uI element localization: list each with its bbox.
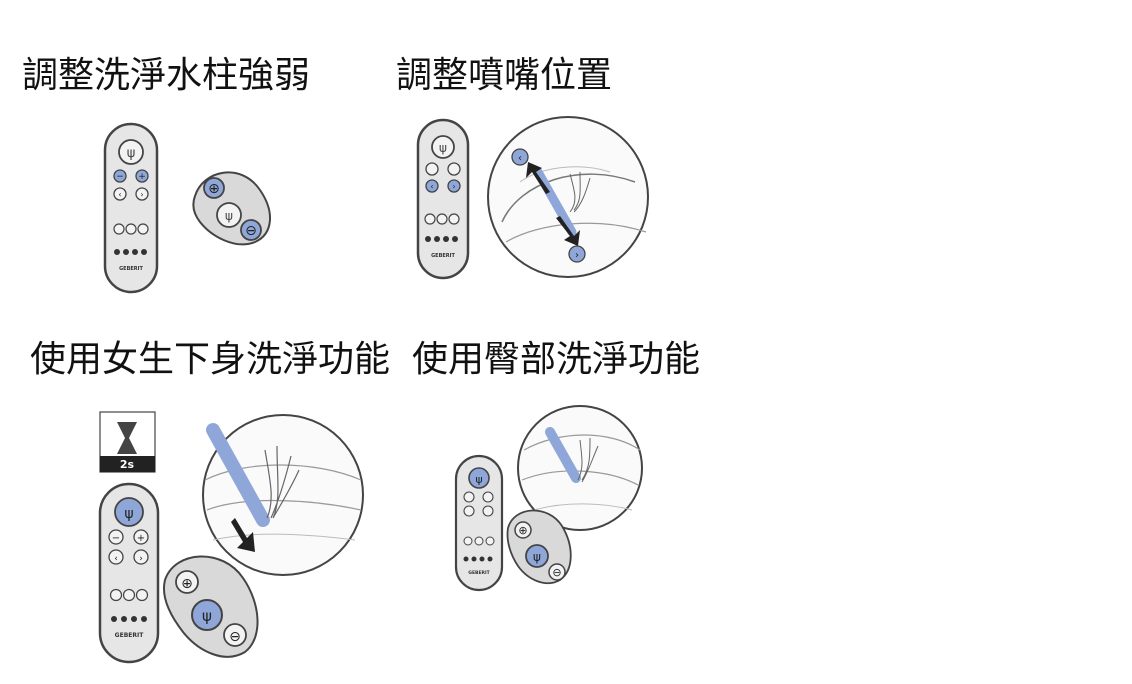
wash-button — [468, 467, 490, 489]
svg-text:GEBERIT: GEBERIT — [468, 570, 490, 576]
section-title-nozzle-position: 調整噴嘴位置 — [396, 55, 613, 96]
plus-icon — [203, 177, 225, 199]
svg-text:ψ: ψ — [439, 141, 447, 155]
svg-text:›: › — [452, 182, 455, 191]
spray-strength-illustration: ψ − + ‹ › GEBERIT ⊕ ψ ⊖ — [103, 122, 272, 294]
timer-badge: 2s — [99, 411, 156, 473]
svg-text:›: › — [575, 250, 579, 261]
svg-text:ψ: ψ — [127, 146, 136, 161]
bowl-closeup — [517, 405, 643, 531]
remote-control: ψ − + ‹ › GEBERIT — [103, 122, 159, 294]
svg-text:ψ: ψ — [533, 550, 541, 564]
svg-text:ψ: ψ — [475, 473, 482, 486]
wash-icon — [191, 599, 223, 631]
svg-text:GEBERIT: GEBERIT — [431, 253, 455, 259]
svg-text:⊖: ⊖ — [245, 223, 257, 239]
minus-button — [113, 169, 127, 183]
lady-wash-illustration: 2s ψ − + ‹ › GEBERIT ⊕ ψ ⊖ — [98, 411, 364, 664]
left-button — [425, 179, 439, 193]
bowl-closeup — [202, 414, 364, 576]
svg-text:GEBERIT: GEBERIT — [119, 266, 143, 272]
arrow-down — [231, 518, 255, 552]
wash-icon — [525, 544, 549, 568]
arrow-down — [556, 216, 580, 246]
nozzle-position-illustration: ψ ‹ › GEBERIT ‹ › — [416, 116, 649, 280]
left-icon — [511, 148, 529, 166]
arrow-up — [526, 162, 550, 194]
svg-text:⊕: ⊕ — [518, 524, 527, 537]
svg-text:ψ: ψ — [225, 209, 233, 223]
side-panel: ⊕ ψ ⊖ — [506, 509, 572, 585]
svg-text:ψ: ψ — [202, 607, 212, 625]
svg-text:›: › — [140, 190, 143, 199]
right-button — [447, 179, 461, 193]
right-icon — [568, 245, 586, 263]
side-panel: ⊕ ψ ⊖ — [192, 171, 272, 246]
svg-text:⊕: ⊕ — [181, 576, 193, 592]
section-title-spray-strength: 調整洗淨水柱強弱 — [22, 55, 311, 96]
svg-text:+: + — [137, 533, 145, 544]
svg-text:‹: ‹ — [114, 554, 118, 564]
svg-text:‹: ‹ — [430, 182, 433, 191]
svg-text:GEBERIT: GEBERIT — [115, 632, 145, 639]
svg-text:⊖: ⊖ — [552, 566, 561, 579]
svg-text:⊖: ⊖ — [229, 629, 241, 645]
svg-text:−: − — [112, 533, 120, 544]
svg-text:−: − — [116, 172, 124, 182]
minus-icon — [240, 219, 262, 241]
bowl-closeup: ‹ › — [487, 116, 649, 278]
timer-label: 2s — [120, 458, 135, 471]
plus-button — [135, 169, 149, 183]
side-panel: ⊕ ψ ⊖ — [163, 555, 259, 658]
svg-text:ψ: ψ — [124, 506, 133, 522]
svg-text:⊕: ⊕ — [208, 181, 220, 197]
rear-wash-illustration: ψ GEBERIT ⊕ ψ ⊖ — [454, 405, 643, 592]
svg-text:‹: ‹ — [118, 190, 121, 199]
section-title-rear-wash: 使用臀部洗淨功能 — [412, 339, 701, 380]
remote-control: ψ GEBERIT — [454, 454, 504, 592]
remote-control: ψ ‹ › GEBERIT — [416, 118, 470, 280]
remote-control: ψ − + ‹ › GEBERIT — [98, 482, 160, 664]
svg-text:‹: ‹ — [518, 153, 522, 164]
svg-text:+: + — [138, 172, 146, 182]
wash-button — [114, 497, 144, 527]
section-title-lady-wash: 使用女生下身洗淨功能 — [30, 339, 391, 380]
svg-text:›: › — [139, 554, 143, 564]
